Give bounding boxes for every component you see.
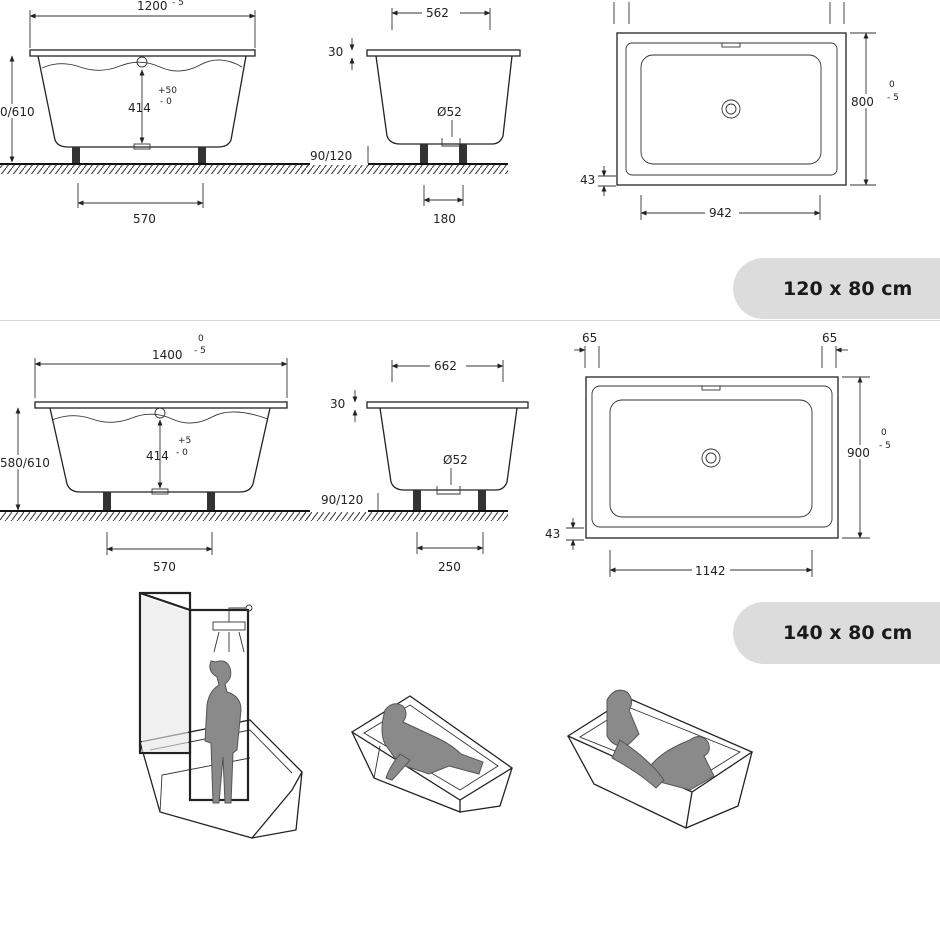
section-divider: [0, 320, 940, 321]
top-plan-width-label: 942: [709, 206, 732, 220]
bottom-leg-height-label: 90/120: [321, 493, 363, 507]
size-label-140x80: 140 x 80 cm: [733, 602, 940, 664]
top-leg-height-label: 90/120: [310, 149, 352, 163]
bottom-plan-tol-high: 0: [881, 428, 887, 438]
top-section: 1200 - 5 414 +50 - 0 0/610: [0, 0, 899, 226]
person-bathing-icon: [381, 703, 484, 775]
person-bathing-icon-1: [606, 689, 640, 747]
single-bather-illustration: [350, 695, 514, 813]
top-front-elevation: 1200 - 5 414 +50 - 0 0/610: [0, 0, 310, 226]
person-showering-icon: [204, 660, 242, 804]
bottom-drain-label: Ø52: [443, 453, 468, 467]
bottom-length-tol-high: 0: [198, 334, 204, 344]
bottom-feet-span-label: 570: [153, 560, 176, 574]
bottom-rim-label: 30: [330, 397, 345, 411]
top-plan-tol-low: - 5: [887, 93, 899, 103]
top-length-tol: - 5: [172, 0, 184, 8]
size-label-120x80: 120 x 80 cm: [733, 258, 940, 319]
bottom-depth-tol-high: +5: [178, 436, 191, 446]
bottom-side-elevation: 662 30 Ø52 90/120 250: [300, 358, 529, 574]
bottom-height-label: 580/610: [0, 456, 50, 470]
bottom-plan-width-label: 1142: [695, 564, 726, 578]
bottom-depth-label: 414: [146, 449, 169, 463]
bottom-plan-tol-low: - 5: [879, 441, 891, 451]
top-side-feet-label: 180: [433, 212, 456, 226]
bottom-plan-offset-label: 43: [545, 527, 560, 541]
top-side-elevation: 562 30 Ø52 90/120 180: [300, 5, 521, 226]
top-depth-tol-high: +50: [158, 86, 177, 96]
top-plan-height-label: 800: [851, 95, 874, 109]
top-feet-span-label: 570: [133, 212, 156, 226]
bottom-plan-height-label: 900: [847, 446, 870, 460]
bottom-length-label: 1400: [152, 348, 183, 362]
bottom-margin-right-label: 65: [822, 331, 837, 345]
bottom-plan-view: 65 65 900 0 - 5 1142: [545, 331, 891, 578]
top-side-width-label: 562: [426, 6, 449, 20]
top-plan-tol-high: 0: [889, 80, 895, 90]
shower-illustration: [138, 591, 303, 839]
bottom-side-width-label: 662: [434, 359, 457, 373]
person-bathing-icon-2: [648, 736, 715, 791]
top-rim-label: 30: [328, 45, 343, 59]
top-plan-view: 800 0 - 5 942 43: [580, 2, 899, 220]
bottom-length-tol-low: - 5: [194, 346, 206, 356]
top-height-label: 0/610: [0, 105, 35, 119]
top-plan-offset-label: 43: [580, 173, 595, 187]
bottom-section: 1400 0 - 5 414 +5 - 0 580/610 570: [0, 331, 891, 578]
bottom-side-feet-label: 250: [438, 560, 461, 574]
bottom-depth-tol-low: - 0: [176, 448, 188, 458]
two-bathers-illustration: [566, 689, 754, 829]
bottom-front-elevation: 1400 0 - 5 414 +5 - 0 580/610 570: [0, 334, 310, 574]
top-drain-label: Ø52: [437, 105, 462, 119]
top-depth-label: 414: [128, 101, 151, 115]
bottom-margin-left-label: 65: [582, 331, 597, 345]
top-depth-tol-low: - 0: [160, 97, 172, 107]
top-length-label: 1200: [137, 0, 168, 13]
usage-illustrations: [138, 591, 754, 839]
